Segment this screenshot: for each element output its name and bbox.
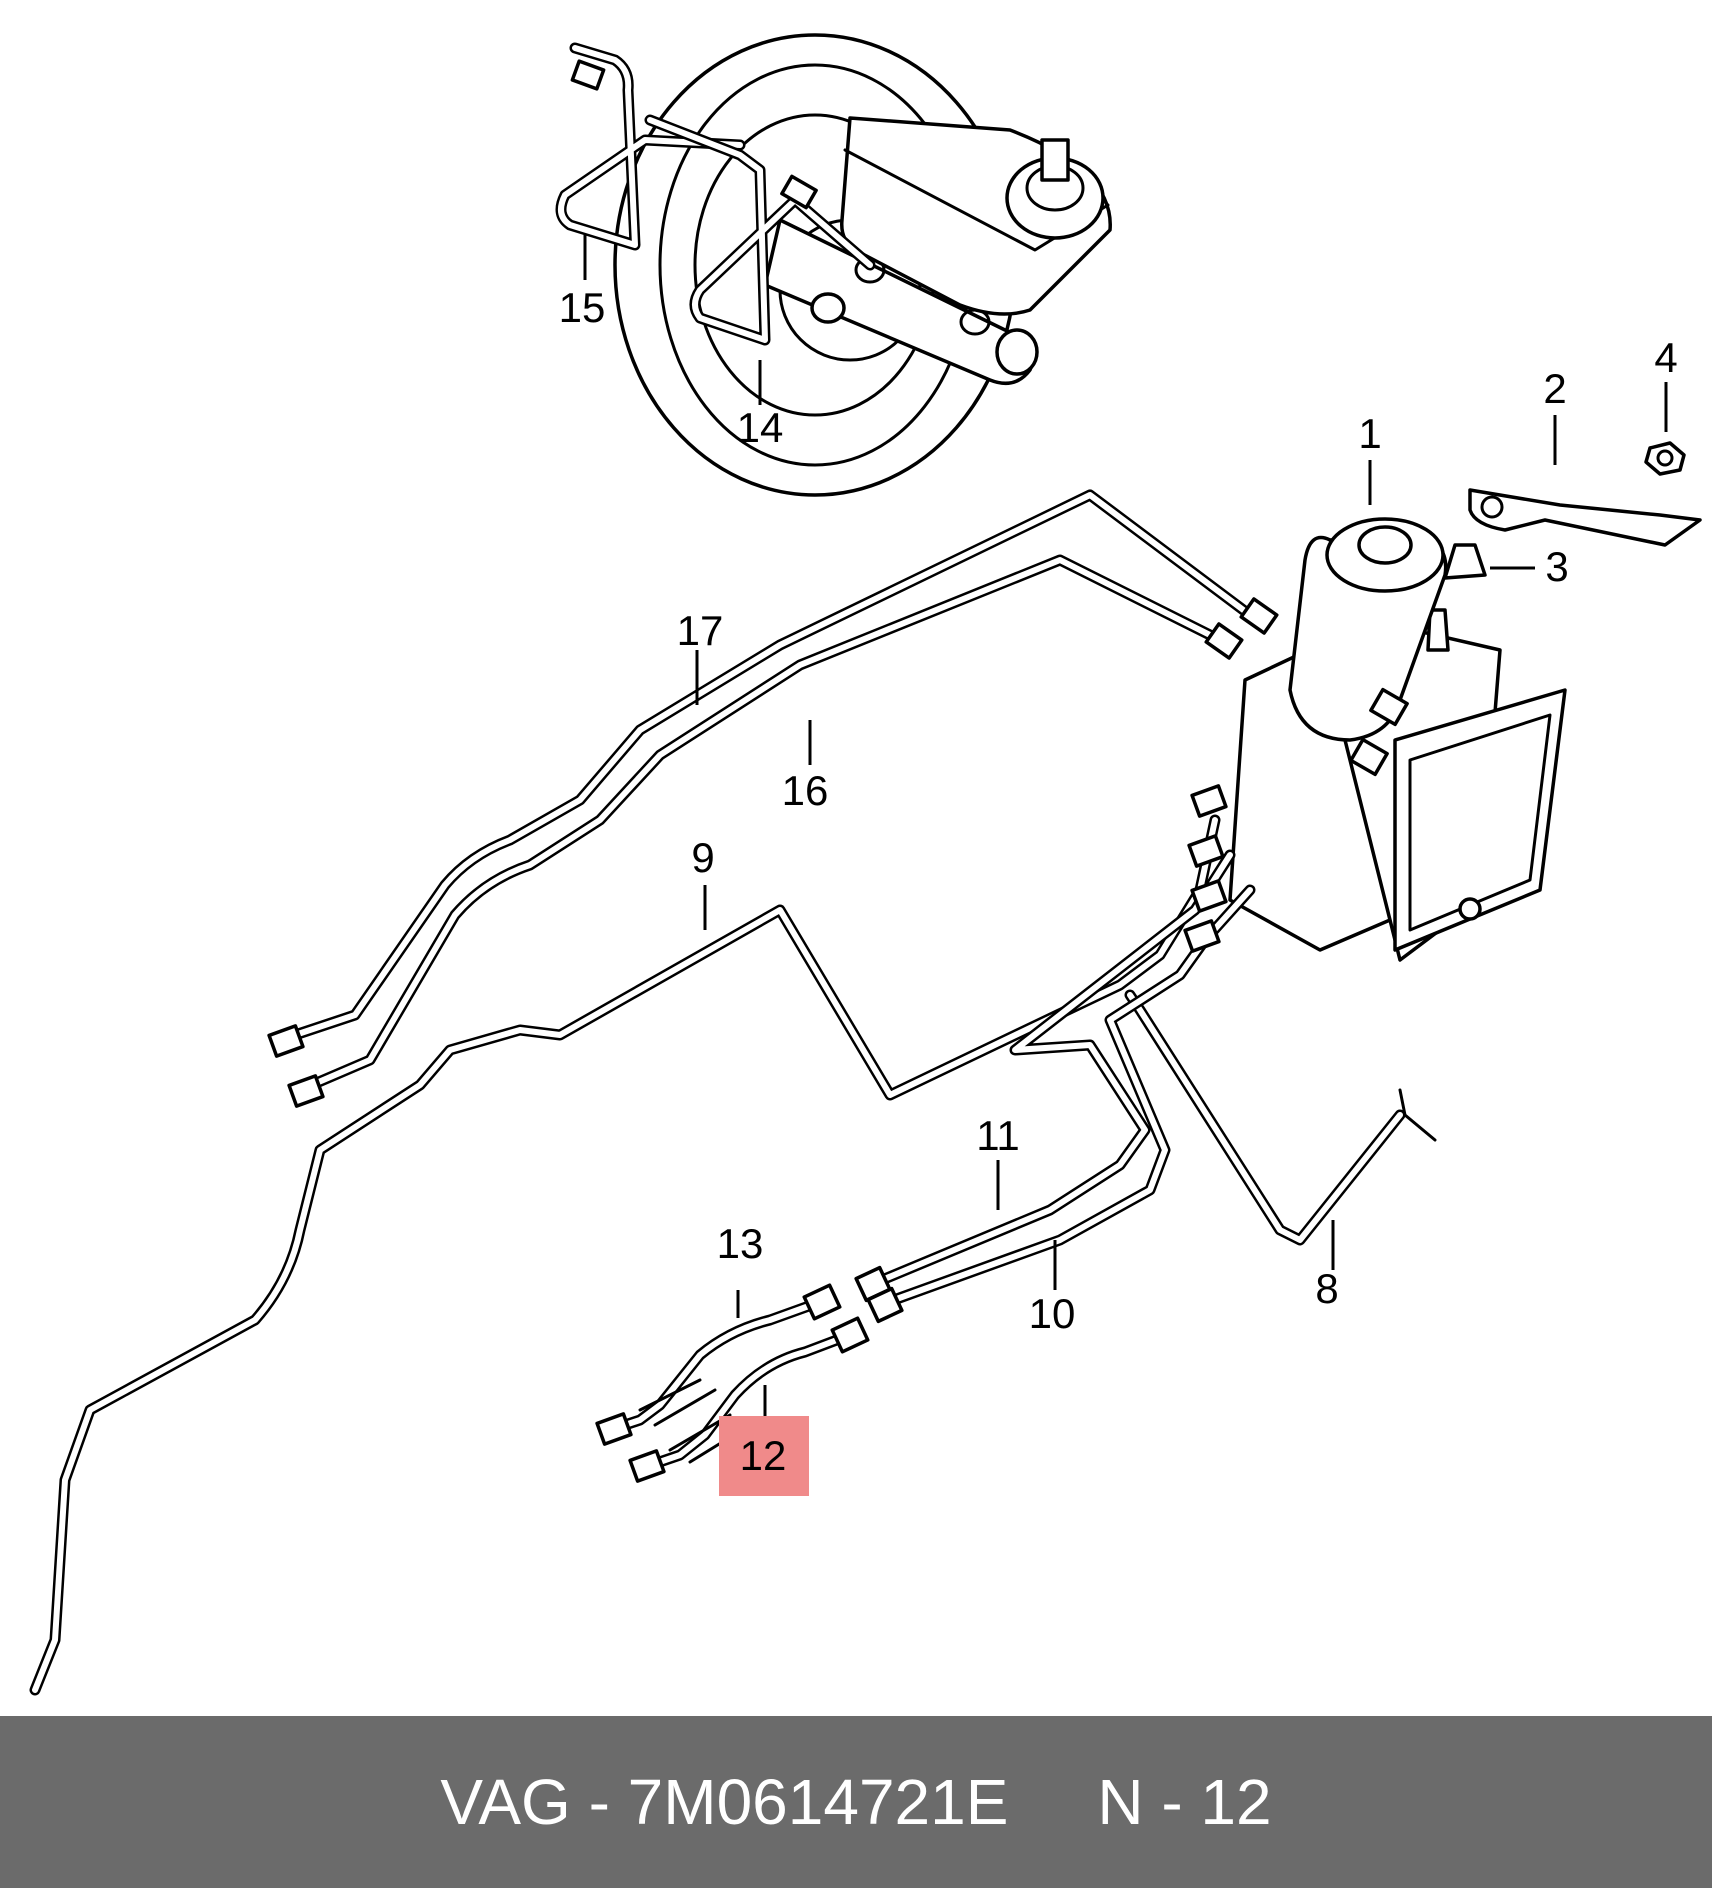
callout-12: 12 bbox=[740, 1432, 787, 1479]
callout-2: 2 bbox=[1543, 365, 1566, 412]
callout-11: 11 bbox=[976, 1112, 1020, 1159]
callout-16: 16 bbox=[782, 767, 829, 814]
brake-hose-13 bbox=[595, 1283, 842, 1446]
callout-leaders bbox=[583, 235, 1668, 1435]
nut-4 bbox=[1644, 441, 1686, 476]
brake-line-11 bbox=[864, 849, 1236, 1291]
brake-line-9 bbox=[29, 814, 1221, 1696]
pipe-fittings bbox=[267, 597, 1409, 1324]
callout-labels: 1 2 3 4 8 9 10 11 12 13 14 15 16 17 bbox=[559, 284, 1678, 1496]
callout-12-highlight bbox=[719, 1416, 809, 1496]
callout-17: 17 bbox=[677, 607, 724, 654]
brake-line-15 bbox=[555, 42, 746, 251]
part-footer: VAG - 7M0614721E N - 12 bbox=[0, 1716, 1712, 1888]
callout-10: 10 bbox=[1029, 1290, 1076, 1337]
brake-line-16 bbox=[294, 554, 1226, 1096]
callout-13: 13 bbox=[717, 1220, 764, 1267]
brake-line-14 bbox=[644, 114, 876, 346]
brake-line-diagram: 1 2 3 4 8 9 10 11 12 13 14 15 16 17 bbox=[29, 33, 1702, 1696]
callout-4: 4 bbox=[1654, 334, 1677, 381]
callout-1: 1 bbox=[1358, 410, 1381, 457]
callout-8: 8 bbox=[1315, 1265, 1338, 1312]
footer-position: N - 12 bbox=[1097, 1766, 1272, 1838]
callout-15: 15 bbox=[559, 284, 606, 331]
rubber-mount-3 bbox=[1443, 543, 1487, 580]
callout-14: 14 bbox=[737, 404, 784, 451]
footer-part-number: 7M0614721E bbox=[627, 1766, 1009, 1838]
brake-line-17 bbox=[274, 489, 1256, 1046]
callout-9: 9 bbox=[691, 834, 714, 881]
bracket-2 bbox=[1468, 488, 1702, 547]
master-cylinder bbox=[763, 218, 1039, 386]
brake-line-8 bbox=[1124, 989, 1437, 1246]
callout-3: 3 bbox=[1545, 543, 1568, 590]
footer-gap bbox=[1008, 1765, 1097, 1839]
footer-brand: VAG bbox=[440, 1766, 571, 1838]
footer-separator: - bbox=[570, 1766, 628, 1838]
abs-pump-motor bbox=[1288, 517, 1448, 742]
brake-hose-12 bbox=[628, 1316, 870, 1483]
